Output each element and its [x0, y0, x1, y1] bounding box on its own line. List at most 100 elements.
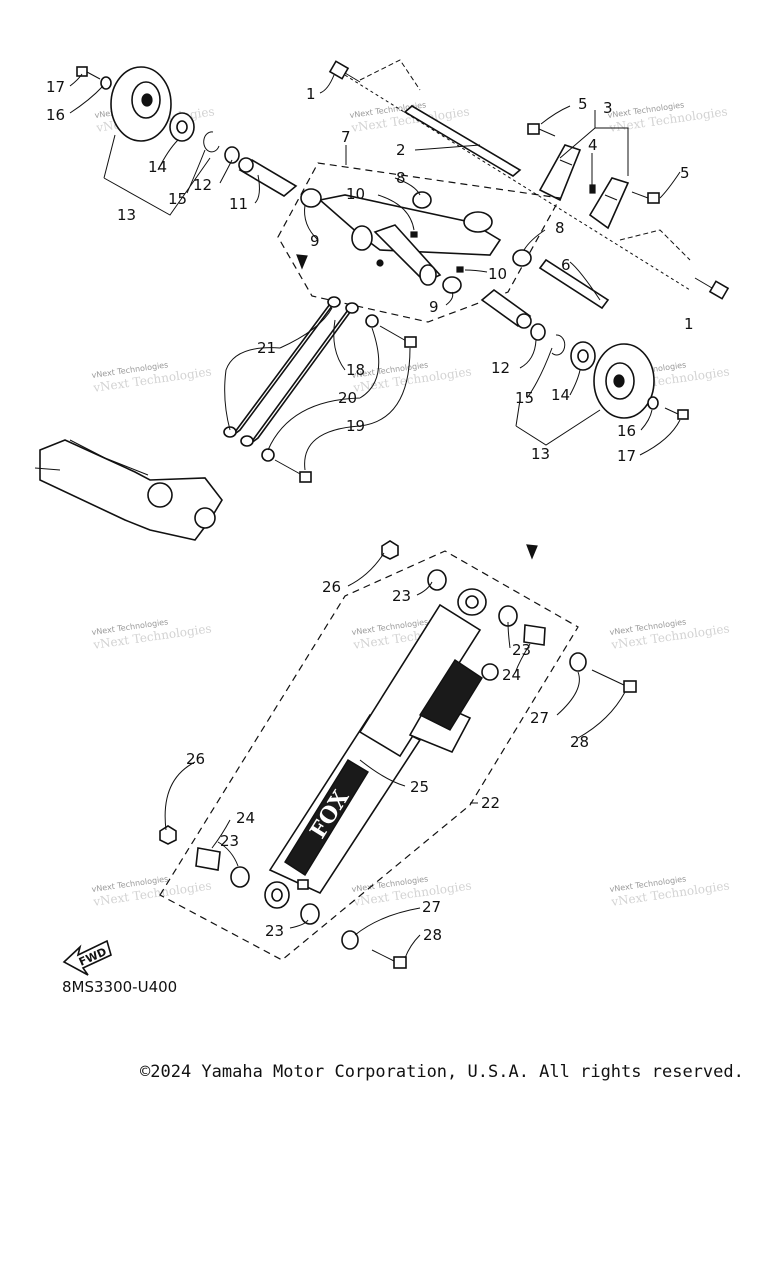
frame-outline — [359, 59, 691, 261]
callout-13: 13 — [531, 445, 550, 463]
callout-27: 27 — [530, 709, 549, 727]
part-collar-11 — [238, 157, 298, 197]
part-circlip-15-left — [203, 131, 220, 153]
part-washer-16-left — [100, 76, 112, 90]
part-circlip-15-right — [551, 334, 566, 356]
callout-5: 5 — [680, 164, 690, 182]
diagram-code: 8MS3300-U400 — [62, 978, 178, 996]
part-collar-9-right — [442, 276, 462, 294]
part-bolt-17-left — [76, 66, 101, 80]
part-wheel-left — [110, 66, 172, 142]
part-bolt-28-top — [591, 669, 637, 693]
part-nipple-10 — [410, 231, 464, 273]
callout-23: 23 — [512, 641, 531, 659]
part-collar-24-bottom — [195, 847, 221, 871]
watermark: vNext Technologies vNext Technologies — [607, 100, 728, 135]
copyright-notice: ©2024 Yamaha Motor Corporation, U.S.A. A… — [140, 1062, 744, 1082]
part-bushing-23-bottom — [230, 866, 250, 888]
callout-22: 22 — [481, 794, 500, 812]
callout-8: 8 — [555, 219, 565, 237]
watermark: vNext Technologies vNext Technologies — [91, 874, 212, 909]
callout-9: 9 — [429, 298, 439, 316]
part-bolt-28-bottom — [371, 949, 407, 969]
callout-28: 28 — [423, 926, 442, 944]
pointer-marker — [296, 254, 308, 270]
callout-25: 25 — [410, 778, 429, 796]
callout-23: 23 — [392, 587, 411, 605]
part-swing-arm — [318, 194, 502, 286]
callout-13: 13 — [117, 206, 136, 224]
callout-5: 5 — [578, 95, 588, 113]
part-pin-4 — [589, 184, 596, 194]
callout-3: 3 — [603, 99, 613, 117]
part-collar-27-bottom — [341, 930, 359, 950]
part-bushing-23-lower — [300, 903, 320, 925]
part-bolt-5-left — [527, 123, 556, 137]
callout-4: 4 — [588, 136, 598, 154]
callout-19: 19 — [346, 417, 365, 435]
part-shaft-6 — [538, 258, 610, 310]
part-collar-27-top — [569, 652, 587, 672]
callout-6: 6 — [561, 256, 571, 274]
part-bolt-17-right — [664, 407, 689, 420]
part-collar-8-top — [412, 191, 432, 209]
watermark: vNext Technologies vNext Technologies — [91, 360, 212, 395]
pointer-marker — [526, 544, 538, 560]
callout-24: 24 — [502, 666, 521, 684]
frame-fragment — [34, 439, 223, 541]
watermark: vNext Technologies vNext Technologies — [91, 617, 212, 652]
watermark: vNext Technologies vNext Technologies — [351, 360, 472, 395]
callout-10: 10 — [488, 265, 507, 283]
part-washer-12-left — [224, 146, 240, 164]
callout-20: 20 — [338, 389, 357, 407]
callout-21: 21 — [257, 339, 276, 357]
callout-14: 14 — [551, 386, 570, 404]
callout-11: 11 — [229, 195, 248, 213]
part-washer-16-right — [647, 396, 659, 410]
callout-9: 9 — [310, 232, 320, 250]
callout-18: 18 — [346, 361, 365, 379]
callout-28: 28 — [570, 733, 589, 751]
part-link-rod-18 — [223, 296, 359, 447]
part-wheel-right — [593, 343, 655, 419]
watermark: vNext Technologies vNext Technologies — [609, 617, 730, 652]
assembly-outline-22 — [159, 550, 579, 961]
callout-17: 17 — [46, 78, 65, 96]
part-bracket-3 — [538, 144, 630, 230]
leader-lines — [69, 73, 681, 959]
callout-15: 15 — [168, 190, 187, 208]
callout-16: 16 — [46, 106, 65, 124]
callout-27: 27 — [422, 898, 441, 916]
part-bolt-1-top — [328, 60, 361, 83]
callout-7: 7 — [341, 128, 351, 146]
callout-8: 8 — [396, 169, 406, 187]
callout-26: 26 — [322, 578, 341, 596]
part-bearing-14-right — [570, 341, 596, 371]
callout-10: 10 — [346, 185, 365, 203]
callout-12: 12 — [193, 176, 212, 194]
part-collar-8-right — [512, 249, 532, 267]
callout-24: 24 — [236, 809, 255, 827]
callout-16: 16 — [617, 422, 636, 440]
callout-23: 23 — [220, 832, 239, 850]
part-collar-24-top — [523, 624, 546, 646]
callout-14: 14 — [148, 158, 167, 176]
part-bolt-19 — [274, 325, 417, 483]
callout-2: 2 — [396, 141, 406, 159]
callout-26: 26 — [186, 750, 205, 768]
callout-23: 23 — [265, 922, 284, 940]
part-collar-right — [480, 288, 532, 329]
callout-1: 1 — [306, 85, 316, 103]
part-washer-12-right — [530, 323, 546, 341]
callout-12: 12 — [491, 359, 510, 377]
assembly-outline-7 — [277, 162, 561, 323]
fwd-arrow-icon: FWD — [62, 939, 112, 976]
part-nut-26-bottom — [159, 825, 177, 845]
callouts: 1 1 2 3 4 5 5 6 7 8 8 9 9 10 10 11 12 12… — [46, 78, 694, 944]
part-bolt-1-right — [694, 277, 730, 300]
callout-17: 17 — [617, 447, 636, 465]
callout-15: 15 — [515, 389, 534, 407]
callout-1: 1 — [684, 315, 694, 333]
part-collar-9-left — [300, 188, 322, 208]
